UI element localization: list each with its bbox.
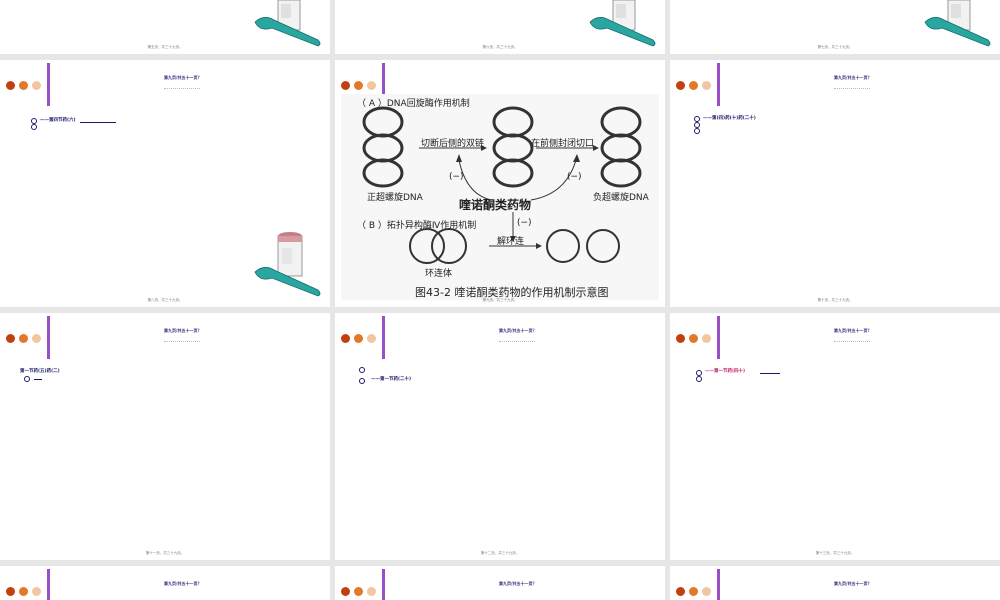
label-inhibit-right: (−) [567,172,582,182]
mechanism-diagram: （ A ）DNA回旋酶作用机制 正超螺旋DNA 切断后侧的双链 在前侧封闭切口 … [341,94,659,300]
slide-header: 第九页/共五十一页？ [499,581,537,586]
bullet-ring-icon [696,370,702,376]
label-inhibit-left: (−) [449,172,464,182]
slide-footer: 第十一页，共三十九页。 [145,551,185,555]
slide-header: 第九页/共五十一页？ [499,328,537,333]
slide-4[interactable]: 第九页/共五十一页？ ——第四节药(六) 第八页，共三十九页。 [0,60,330,307]
medicine-cup-icon [254,0,321,47]
slide-8[interactable]: 第九页/共五十一页？ ——第一节药(二十) 第十二页，共三十九页。 [335,313,665,560]
header-underline [834,341,870,342]
slide-item: 第一节药(五)药(二) [20,369,60,374]
slide-10[interactable]: 第九页/共五十一页？ [0,566,330,600]
label-catenane: 环连体 [425,269,453,279]
medicine-cup-icon [589,0,656,47]
slide-footer: 第十三页，共三十九页。 [815,551,855,555]
slide-header: 第九页/共五十一页？ [834,581,872,586]
slide-header: 第九页/共五十一页？ [834,75,872,80]
label-cut: 切断后侧的双链 [421,139,485,149]
header-underline [834,88,870,89]
accent-bar [47,63,50,106]
slide-footer: 第五页，共三十九页。 [147,45,183,49]
accent-bar [382,63,385,106]
slide-footer: 第十页，共三十九页。 [817,298,853,302]
slide-1[interactable]: 第五页，共三十九页。 [0,0,330,54]
accent-bar [47,569,50,600]
slide-header: 第九页/共五十一页？ [164,581,202,586]
accent-bar [717,569,720,600]
slide-6[interactable]: 第九页/共五十一页？ ——第(四)药(十)药(二十) 第十页，共三十九页。 [670,60,1000,307]
slide-footer: 第九页，共三十九页。 [482,298,518,302]
spoon-icon [924,17,991,47]
slide-item: ——第四节药(六) [40,118,76,123]
accent-bar [47,316,50,359]
header-underline [499,341,535,342]
bullet-ring-icon [694,122,700,128]
label-seal: 在前侧封闭切口 [531,139,595,149]
slide-9[interactable]: 第九页/共五十一页？ ——第一节药(四十) 第十三页，共三十九页。 [670,313,1000,560]
spoon-icon [589,17,656,47]
diagram-title-a: （ A ）DNA回旋酶作用机制 [357,99,470,109]
header-underline [164,341,200,342]
slide-11[interactable]: 第九页/共五十一页？ [335,566,665,600]
label-negative-supercoil: 负超螺旋DNA [593,193,649,203]
slide-footer: 第七页，共三十九页。 [817,45,853,49]
bullet-ring-icon [359,378,365,384]
header-underline [164,88,200,89]
slide-footer: 第八页，共三十九页。 [147,298,183,302]
slide-5[interactable]: （ A ）DNA回旋酶作用机制 正超螺旋DNA 切断后侧的双链 在前侧封闭切口 … [335,60,665,307]
spoon-icon [254,267,321,297]
slide-footer: 第十二页，共三十九页。 [480,551,520,555]
slide-2[interactable]: 第六页，共三十九页。 [335,0,665,54]
accent-bar [382,569,385,600]
item-rule [760,373,780,374]
label-inhibit-down: (−) [517,218,532,228]
bullet-ring-icon [696,376,702,382]
diagram-title-b: （ B ）拓扑异构酶Ⅳ作用机制 [357,221,477,231]
bullet-ring-icon [359,367,365,373]
label-quinolone-drug: 喹诺酮类药物 [459,198,532,212]
bullet-ring-icon [694,128,700,134]
slide-item: ——第(四)药(十)药(二十) [703,116,756,121]
slide-header: 第九页/共五十一页？ [834,328,872,333]
item-rule [34,379,42,380]
accent-bar [382,316,385,359]
medicine-cup-icon [254,232,321,297]
bullet-ring-icon [31,118,37,124]
bullet-ring-icon [694,116,700,122]
slide-3[interactable]: 第七页，共三十九页。 [670,0,1000,54]
slide-header: 第九页/共五十一页？ [164,75,202,80]
label-decatenate: 解环连 [497,237,525,247]
slide-item: ——第一节药(二十) [371,377,412,382]
accent-bar [717,63,720,106]
medicine-cup-icon [924,0,991,47]
spoon-icon [254,17,321,47]
accent-bar [717,316,720,359]
bullet-ring-icon [31,124,37,130]
slide-item: ——第一节药(四十) [705,369,746,374]
slide-footer: 第六页，共三十九页。 [482,45,518,49]
label-positive-supercoil: 正超螺旋DNA [367,193,423,203]
slide-7[interactable]: 第九页/共五十一页？ 第一节药(五)药(二) 第十一页，共三十九页。 [0,313,330,560]
bullet-ring-icon [24,376,30,382]
slide-12[interactable]: 第九页/共五十一页？ [670,566,1000,600]
slide-header: 第九页/共五十一页？ [164,328,202,333]
item-rule [80,122,116,123]
diagram-caption: 图43-2 喹诺酮类药物的作用机制示意图 [415,286,609,299]
diagram-graphics [362,106,642,264]
